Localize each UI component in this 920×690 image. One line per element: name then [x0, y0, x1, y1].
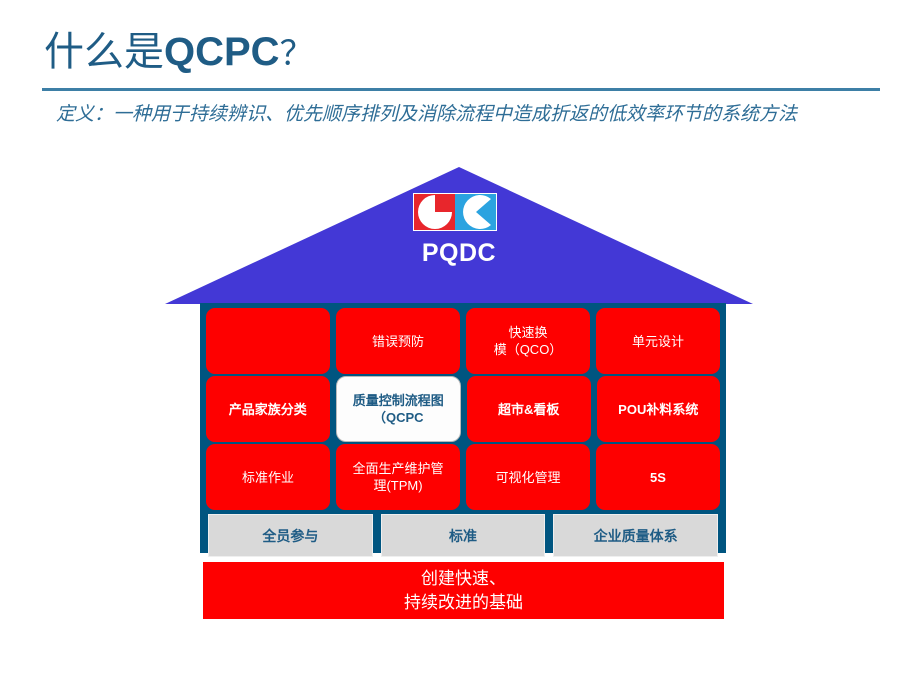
- foundation-cell-label: 全员参与: [262, 527, 319, 544]
- logo-right-square: [455, 194, 496, 230]
- page-title-question-mark: ？: [279, 35, 314, 73]
- base-banner-line: 持续改进的基础: [404, 592, 523, 612]
- foundation-cell-label: 标准: [449, 527, 477, 544]
- roof-triangle-shape: [165, 167, 753, 304]
- pillar-cell-r1c2[interactable]: 错误预防: [336, 308, 460, 374]
- pillar-cell-label: 错误预防: [371, 333, 424, 349]
- pillar-cell-label: 全面生产维护管理(TPM): [352, 460, 443, 494]
- pillar-cell-r1c4[interactable]: 单元设计: [596, 308, 720, 374]
- pillar-cell-r1c3[interactable]: 快速换模（QCO）: [466, 308, 590, 374]
- pillar-cell-line: 质量控制流程图: [352, 393, 444, 408]
- definition-subtitle: 定义：一种用于持续辨识、优先顺序排列及消除流程中造成折返的低效率环节的系统方法: [56, 104, 798, 125]
- logo-left-square: [414, 194, 455, 230]
- pillar-cell-line: （QCPC: [372, 410, 424, 425]
- logo-right-pac-shape: [463, 195, 491, 229]
- pillar-cell-r2c4[interactable]: POU补料系统: [596, 376, 720, 442]
- pillar-cell-r3c3[interactable]: 可视化管理: [466, 444, 590, 510]
- foundation-row: 全员参与 标准 企业质量体系: [206, 514, 720, 557]
- pillar-cell-label: POU补料系统: [618, 401, 699, 417]
- base-banner-line: 创建快速、: [421, 568, 506, 588]
- pillar-cell-r2c1[interactable]: 产品家族分类: [206, 376, 330, 442]
- pillar-cell-r3c1[interactable]: 标准作业: [206, 444, 330, 510]
- pillar-row-2: 产品家族分类 质量控制流程图 （QCPC 超市&看板 POU补料系统: [206, 376, 720, 442]
- pillar-cell-line: 快速换: [508, 325, 548, 340]
- foundation-cell-label: 企业质量体系: [593, 527, 678, 544]
- pillar-cell-line: 全面生产维护管: [352, 461, 444, 476]
- roof-label-pqdc: PQDC: [421, 239, 497, 267]
- title-divider: [42, 88, 880, 91]
- page-title-cjk: 什么是: [44, 30, 164, 74]
- pillar-cell-qcpc-highlight[interactable]: 质量控制流程图 （QCPC: [335, 376, 461, 442]
- pillar-cell-label: 质量控制流程图 （QCPC: [353, 392, 444, 426]
- page-title: 什么是QCPC？: [44, 28, 314, 78]
- pillar-cell-label: 超市&看板: [498, 401, 560, 417]
- foundation-cell-3[interactable]: 企业质量体系: [553, 514, 719, 557]
- house-roof: PQDC: [165, 167, 753, 304]
- pillar-cell-label: 快速换模（QCO）: [494, 324, 563, 358]
- pillar-cell-r3c4[interactable]: 5S: [596, 444, 720, 510]
- pillar-row-1: 错误预防 快速换模（QCO） 单元设计: [206, 308, 720, 374]
- pillar-cell-label: 可视化管理: [495, 469, 561, 485]
- pqdc-logo: [413, 193, 497, 231]
- base-banner-text: 创建快速、 持续改进的基础: [404, 567, 523, 615]
- pillar-cell-label: 产品家族分类: [228, 401, 307, 417]
- pillar-cell-label: 单元设计: [631, 333, 684, 349]
- pillar-row-3: 标准作业 全面生产维护管理(TPM) 可视化管理 5S: [206, 444, 720, 510]
- pillar-cell-r1c1[interactable]: [206, 308, 330, 374]
- logo-left-pac-shape: [418, 195, 452, 229]
- house-body: 错误预防 快速换模（QCO） 单元设计 产品家族分类 质量控制流程图 （QCPC …: [200, 303, 726, 557]
- pillar-cell-r3c2[interactable]: 全面生产维护管理(TPM): [336, 444, 460, 510]
- pillar-cell-r2c3[interactable]: 超市&看板: [467, 376, 591, 442]
- pillar-cell-label: 5S: [650, 469, 666, 485]
- pillar-cell-line: 模（QCO）: [493, 342, 563, 357]
- base-banner: 创建快速、 持续改进的基础: [203, 562, 724, 619]
- pillar-cell-line: 理(TPM): [373, 478, 423, 493]
- pillar-cell-label: 标准作业: [241, 469, 294, 485]
- foundation-cell-2[interactable]: 标准: [380, 514, 546, 557]
- page-title-latin: QCPC: [164, 30, 280, 74]
- foundation-cell-1[interactable]: 全员参与: [208, 514, 373, 557]
